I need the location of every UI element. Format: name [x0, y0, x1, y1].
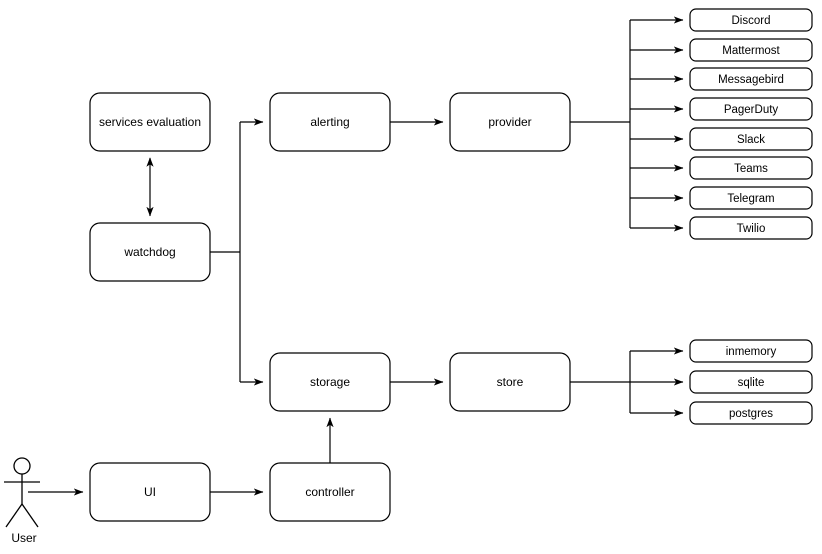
provider-item-slack[interactable]: Slack	[689, 127, 813, 151]
actor-left-leg-icon	[5, 503, 23, 528]
provider-item-pagerduty-box[interactable]	[689, 97, 813, 121]
store-item-postgres-box[interactable]	[689, 401, 813, 425]
provider-item-pagerduty[interactable]: PagerDuty	[689, 97, 813, 121]
node-alerting[interactable]: alerting	[269, 92, 391, 152]
edge-layer	[28, 16, 684, 496]
node-storage[interactable]: storage	[269, 352, 391, 412]
provider-item-discord-box[interactable]	[689, 8, 813, 32]
provider-item-mattermost[interactable]: Mattermost	[689, 38, 813, 62]
node-watchdog-box[interactable]	[89, 222, 211, 282]
provider-item-teams[interactable]: Teams	[689, 156, 813, 180]
node-watchdog[interactable]: watchdog	[89, 222, 211, 282]
provider-item-twilio-box[interactable]	[689, 216, 813, 240]
store-item-sqlite-box[interactable]	[689, 370, 813, 394]
provider-item-teams-box[interactable]	[689, 156, 813, 180]
node-ui-box[interactable]	[89, 462, 211, 522]
provider-item-messagebird[interactable]: Messagebird	[689, 67, 813, 91]
actor-user-label: User	[11, 531, 36, 545]
node-provider-box[interactable]	[449, 92, 571, 152]
node-store[interactable]: store	[449, 352, 571, 412]
store-item-inmemory-box[interactable]	[689, 339, 813, 363]
node-ui[interactable]: UI	[89, 462, 211, 522]
actor-user[interactable]: User	[4, 457, 40, 545]
node-controller[interactable]: controller	[269, 462, 391, 522]
node-storage-box[interactable]	[269, 352, 391, 412]
store-item-sqlite[interactable]: sqlite	[689, 370, 813, 394]
node-services-evaluation-box[interactable]	[89, 92, 211, 152]
actor-right-leg-icon	[21, 503, 39, 528]
node-services-evaluation[interactable]: services evaluation	[89, 92, 211, 152]
node-alerting-box[interactable]	[269, 92, 391, 152]
store-item-postgres[interactable]: postgres	[689, 401, 813, 425]
node-provider[interactable]: provider	[449, 92, 571, 152]
provider-item-telegram-box[interactable]	[689, 186, 813, 210]
store-item-inmemory[interactable]: inmemory	[689, 339, 813, 363]
provider-list: Discord Mattermost Messagebird PagerDuty…	[689, 8, 813, 240]
provider-item-mattermost-box[interactable]	[689, 38, 813, 62]
provider-item-messagebird-box[interactable]	[689, 67, 813, 91]
provider-item-twilio[interactable]: Twilio	[689, 216, 813, 240]
provider-item-slack-box[interactable]	[689, 127, 813, 151]
node-controller-box[interactable]	[269, 462, 391, 522]
actor-head-icon	[13, 457, 31, 475]
store-list: inmemory sqlite postgres	[689, 339, 813, 425]
provider-item-telegram[interactable]: Telegram	[689, 186, 813, 210]
provider-item-discord[interactable]: Discord	[689, 8, 813, 32]
node-store-box[interactable]	[449, 352, 571, 412]
